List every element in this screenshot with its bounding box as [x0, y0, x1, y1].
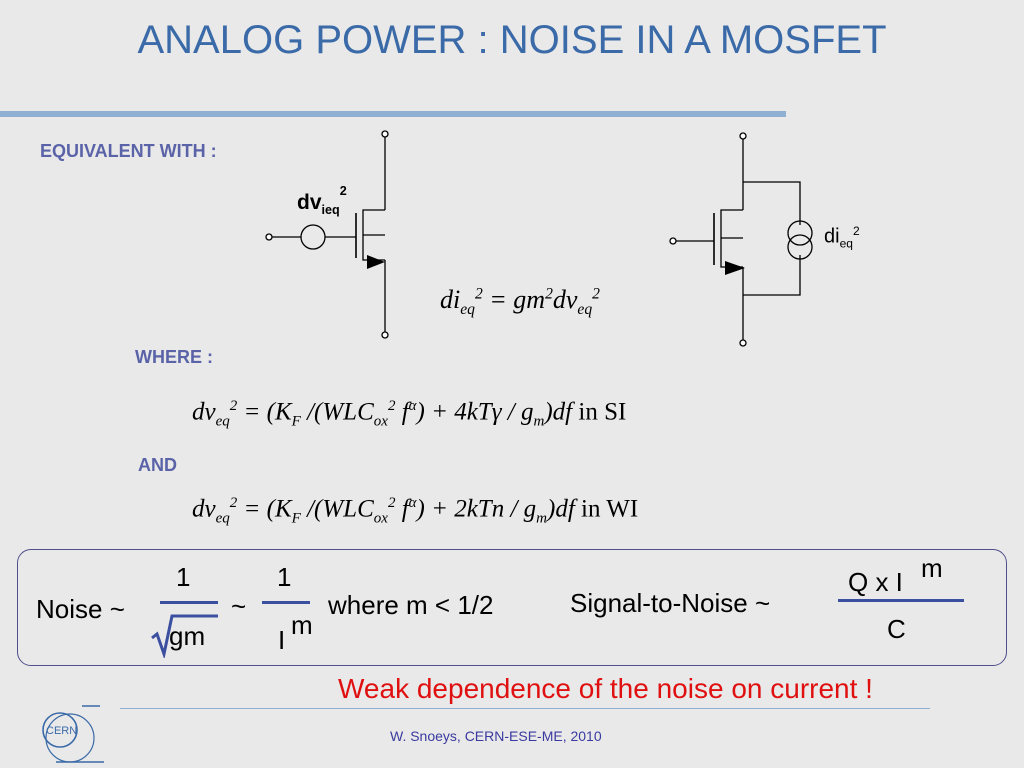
voltage-source-symbol [300, 224, 326, 250]
snr-exponent: m [921, 553, 943, 583]
and-label: AND [138, 455, 177, 475]
fraction2-exponent: m [291, 610, 313, 640]
wi-noise-equation: dveq2 = (KF /(WLCox2 fα) + 2kTn / gm)df … [192, 495, 639, 527]
left-source-arrow [367, 255, 385, 269]
right-drain-terminal [739, 132, 747, 140]
fraction1-denominator: gm [169, 621, 206, 651]
snr-fraction-bar [838, 599, 964, 602]
where-label: WHERE : [135, 347, 213, 367]
noise-label: Noise ~ [36, 594, 125, 624]
fraction1-bar [160, 601, 218, 604]
condition-text: where m < 1/2 [328, 590, 494, 620]
current-source-lower-ring [787, 234, 813, 260]
left-gate-terminal [265, 233, 273, 241]
right-gate-terminal [669, 237, 677, 245]
si-noise-equation: dveq2 = (KF /(WLCox2 fα) + 4kTγ / gm)df … [192, 398, 627, 430]
snr-label: Signal-to-Noise ~ [570, 588, 771, 618]
snr-numerator: Q x I [848, 567, 903, 597]
cern-logo-text: CERN [46, 725, 77, 737]
right-source-terminal [739, 339, 747, 347]
fraction1-numerator: 1 [176, 562, 191, 592]
slide-title: ANALOG POWER : NOISE IN A MOSFET [137, 18, 887, 62]
cern-logo: CERN [42, 705, 104, 763]
fraction2-bar [262, 601, 310, 604]
footer-text: W. Snoeys, CERN-ESE-ME, 2010 [390, 728, 602, 744]
equivalent-label: EQUIVALENT WITH : [40, 141, 217, 161]
fraction2-numerator: 1 [277, 562, 292, 592]
right-source-arrow [725, 261, 745, 275]
tilde: ~ [231, 591, 247, 621]
conclusion-text: Weak dependence of the noise on current … [338, 673, 873, 704]
snr-denominator: C [887, 614, 906, 644]
current-source-upper-ring [787, 220, 813, 246]
noise-current-label: dieq2 [824, 224, 860, 251]
fraction2-denominator: I [278, 625, 286, 655]
square-root-symbol [151, 614, 218, 658]
equivalence-equation: dieq2 = gm2dveq2 [440, 285, 600, 319]
left-source-terminal [381, 331, 389, 339]
footer-divider [120, 708, 930, 709]
left-drain-terminal [381, 130, 389, 138]
title-divider [0, 111, 786, 117]
noise-summary-box [17, 549, 1007, 666]
noise-voltage-label: dvieq2 [297, 184, 347, 218]
